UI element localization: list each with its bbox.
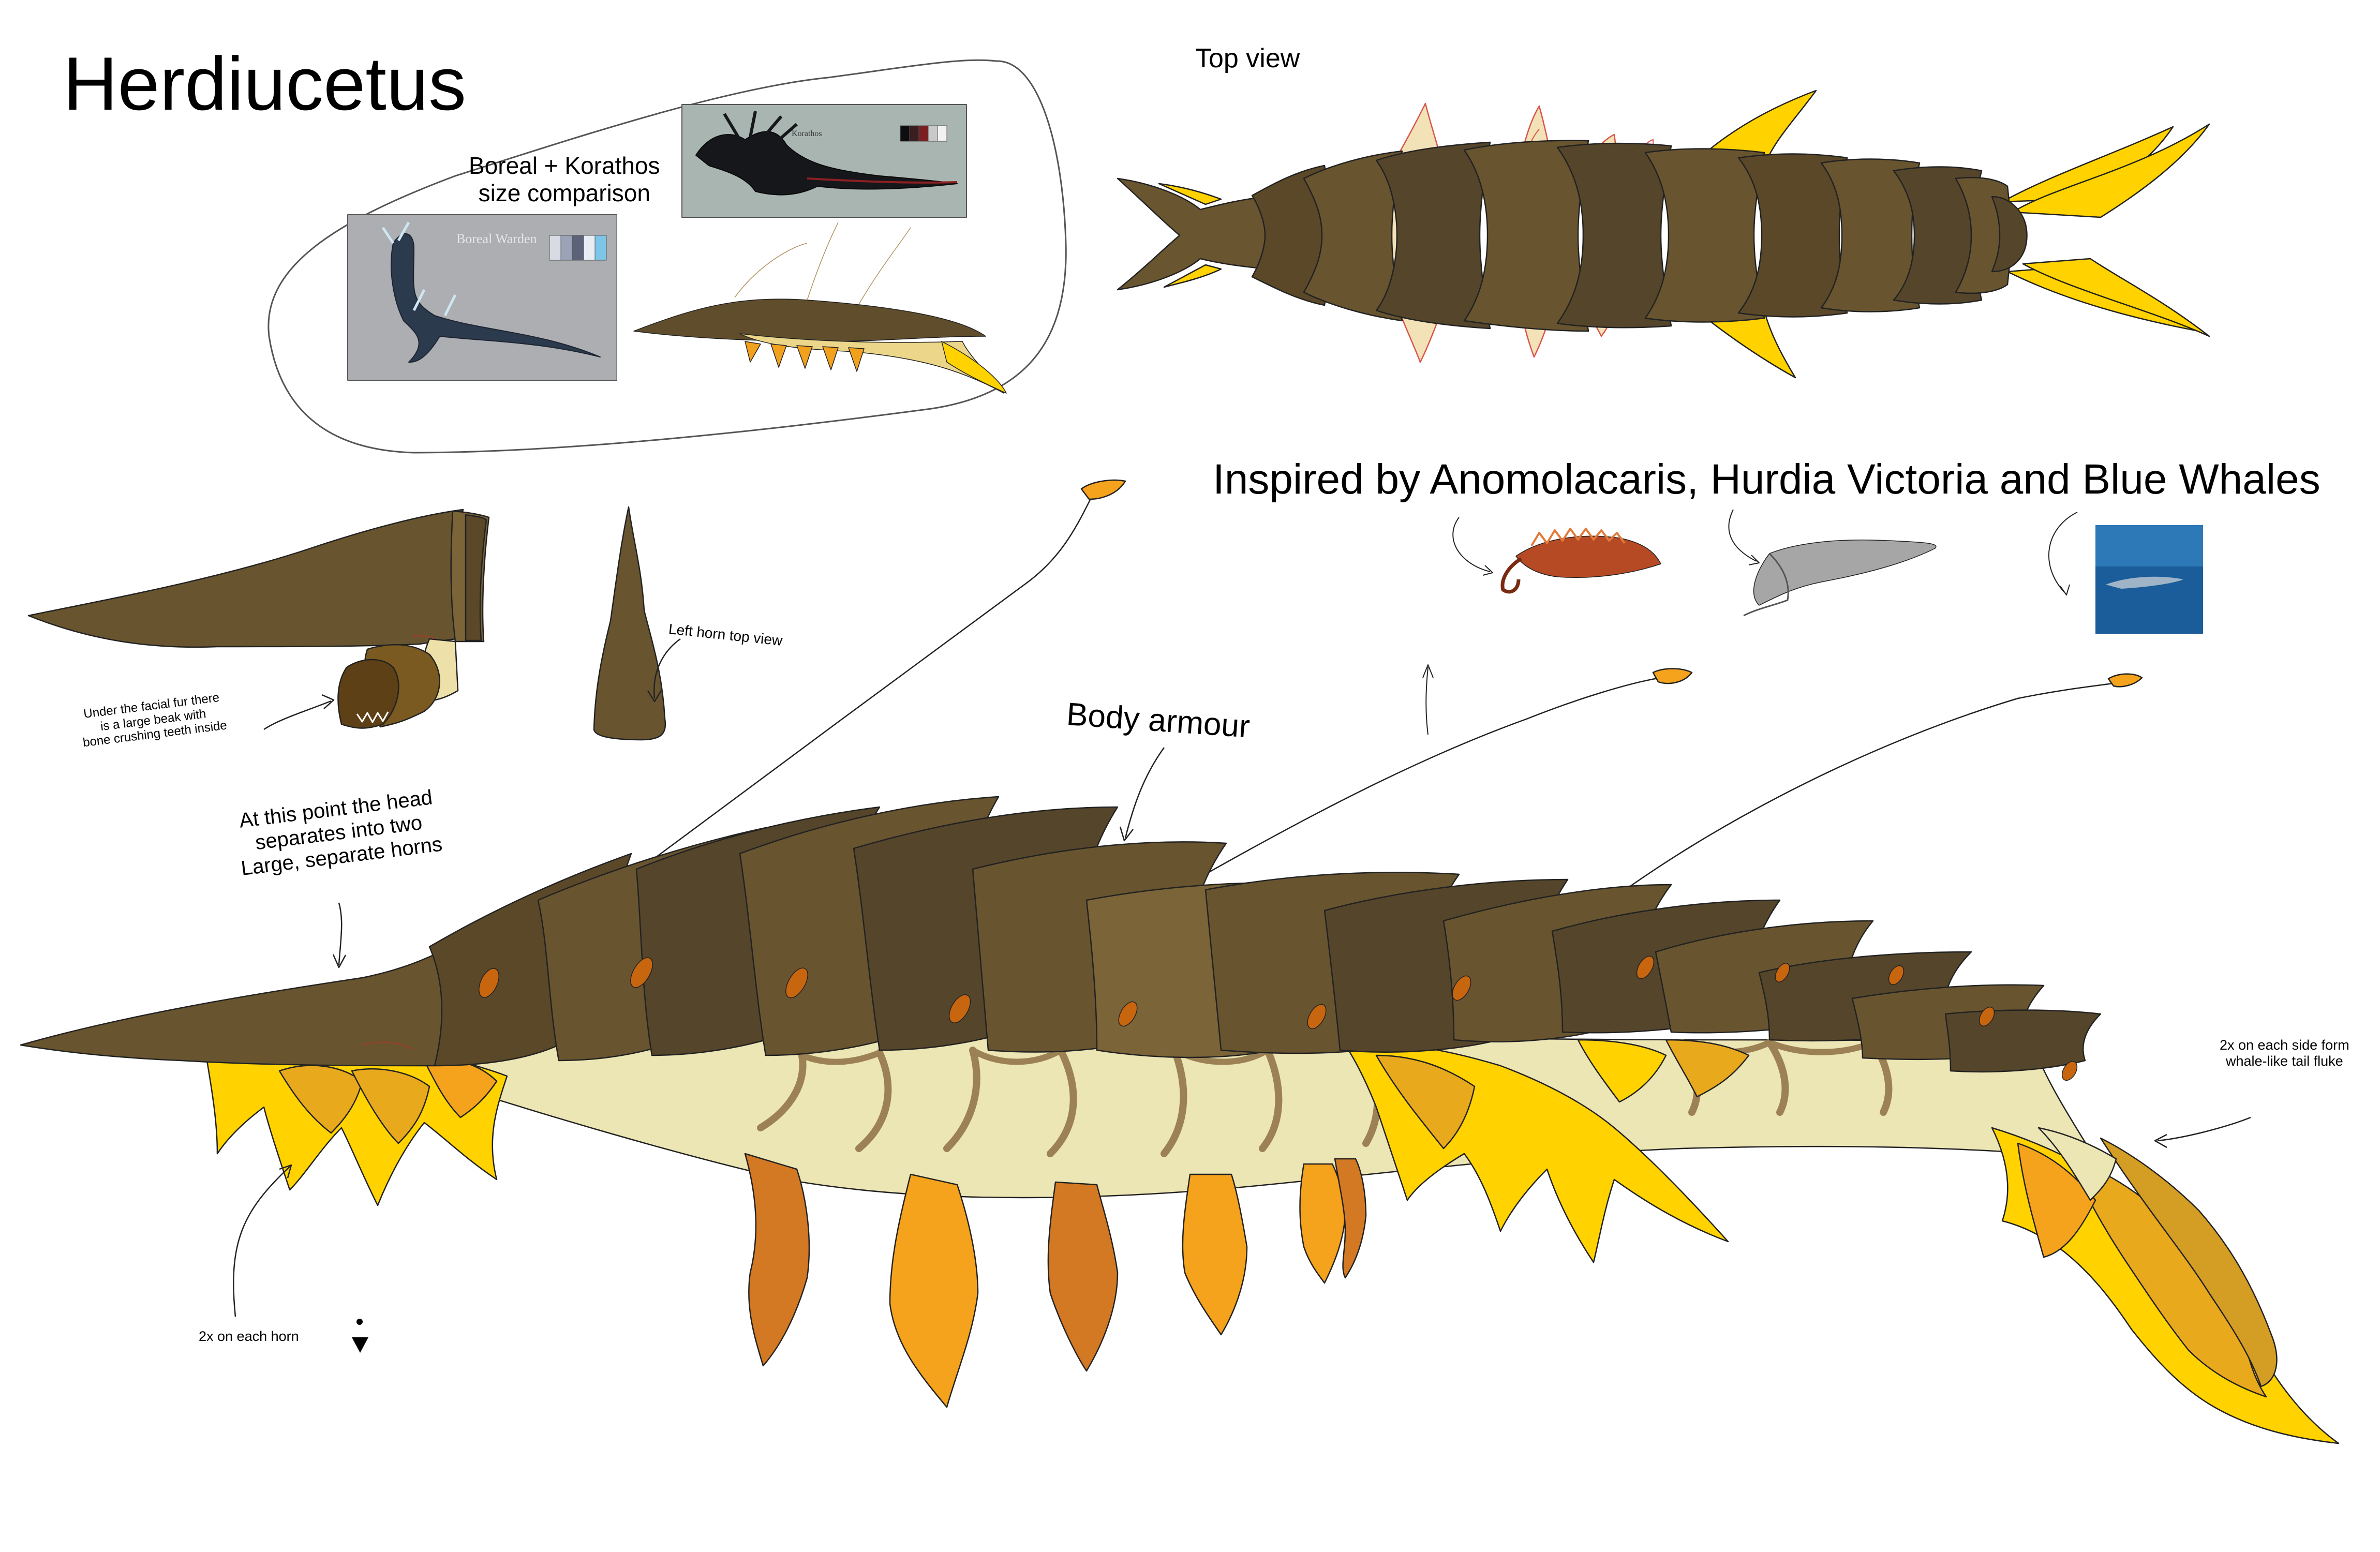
tail-fluke-gold-2 (2100, 1137, 2278, 1387)
page-title: Herdiucetus (63, 41, 467, 126)
fluke-line-1: 2x on each side form (2220, 1037, 2349, 1053)
size-comparison-label: Boreal + Korathos size comparison (469, 152, 660, 207)
boreal-warden-card-title: Boreal Warden (456, 231, 537, 246)
armour-seg-15 (1944, 1009, 2102, 1073)
callout-arrows (233, 638, 2251, 1317)
hurdia-image (1743, 539, 1937, 617)
marker-triangle (352, 1337, 368, 1353)
korathos-card-title: Korathos (792, 129, 822, 138)
antenna-3 (1603, 682, 2117, 906)
fluke-line-2: whale-like tail fluke (2226, 1053, 2343, 1069)
comparison-outline (267, 59, 1067, 454)
belly-flame-2 (889, 1173, 979, 1408)
inspiration-images (1452, 509, 2203, 634)
belly-flame-6 (1334, 1158, 1367, 1279)
belly-flame-3 (1047, 1181, 1119, 1372)
side-view-creature (20, 479, 2340, 1444)
boreal-warden-card (347, 214, 617, 381)
horn-count-note: 2x on each horn (199, 1329, 299, 1344)
armour-head (20, 935, 462, 1067)
marker-dot (356, 1319, 363, 1325)
size-comparison-line-1: Boreal + Korathos (469, 152, 660, 179)
mini-herdiucetus (633, 222, 1007, 394)
anomalocaris-image (1500, 528, 1661, 594)
antenna-1 (636, 496, 1093, 873)
head-detail (27, 509, 490, 729)
belly-flame-1 (744, 1153, 810, 1367)
top-view (1117, 89, 2210, 379)
blue-whale-image (2095, 525, 2203, 634)
top-view-label: Top view (1195, 43, 1300, 73)
tail-fluke-note: 2x on each side form whale-like tail flu… (2220, 1037, 2349, 1069)
korathos-card (681, 104, 967, 218)
size-comparison-line-2: size comparison (478, 179, 650, 206)
left-horn-top-view (593, 506, 666, 741)
antenna-2 (1127, 677, 1661, 919)
belly-flame-4 (1182, 1173, 1248, 1336)
eye-spots (478, 956, 2078, 1081)
inspired-by-heading: Inspired by Anomolacaris, Hurdia Victori… (1213, 456, 2320, 503)
